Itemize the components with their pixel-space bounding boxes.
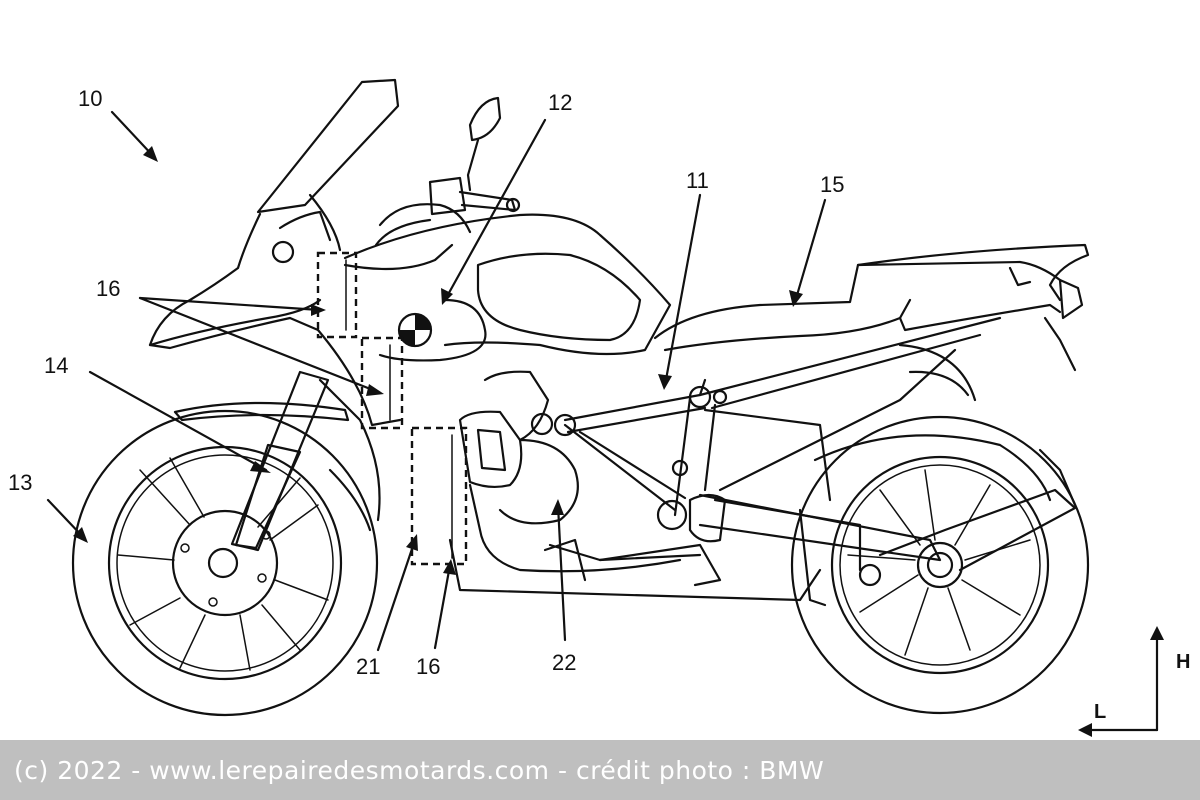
- fairing: [148, 78, 402, 427]
- credit-bar: (c) 2022 - www.lerepairedesmotards.com -…: [0, 740, 1200, 800]
- handlebar-mirror: [374, 96, 521, 247]
- axis-label-h: H: [1176, 651, 1190, 673]
- label-16-upper: 16: [96, 276, 120, 301]
- motorcycle-diagram: 10 12 11 15 16 14 13 21 16 22 H L: [8, 78, 1190, 737]
- leader-lines: [46, 110, 827, 652]
- label-11: 11: [686, 168, 709, 193]
- reference-numerals: 10 12 11 15 16 14 13 21 16 22: [8, 86, 844, 679]
- radiator-outlines: [316, 251, 468, 566]
- rear-wheel: [790, 343, 1090, 715]
- axis-label-l: L: [1094, 701, 1106, 723]
- credit-text: (c) 2022 - www.lerepairedesmotards.com -…: [14, 755, 825, 785]
- frame: [553, 316, 1002, 517]
- patent-drawing: 10 12 11 15 16 14 13 21 16 22 H L: [8, 78, 1190, 737]
- label-14: 14: [44, 353, 68, 378]
- fuel-tank: [343, 213, 672, 362]
- swingarm: [698, 448, 1077, 607]
- label-16-lower: 16: [416, 654, 440, 679]
- label-10: 10: [78, 86, 102, 111]
- seat-tail: [653, 243, 1090, 372]
- label-22: 22: [552, 650, 576, 675]
- front-fork: [173, 370, 381, 552]
- axis-indicator: H L: [1078, 626, 1190, 737]
- label-13: 13: [8, 470, 32, 495]
- label-21: 21: [356, 654, 380, 679]
- label-12: 12: [548, 90, 572, 115]
- label-15: 15: [820, 172, 844, 197]
- engine: [448, 370, 822, 602]
- front-wheel: [71, 409, 379, 717]
